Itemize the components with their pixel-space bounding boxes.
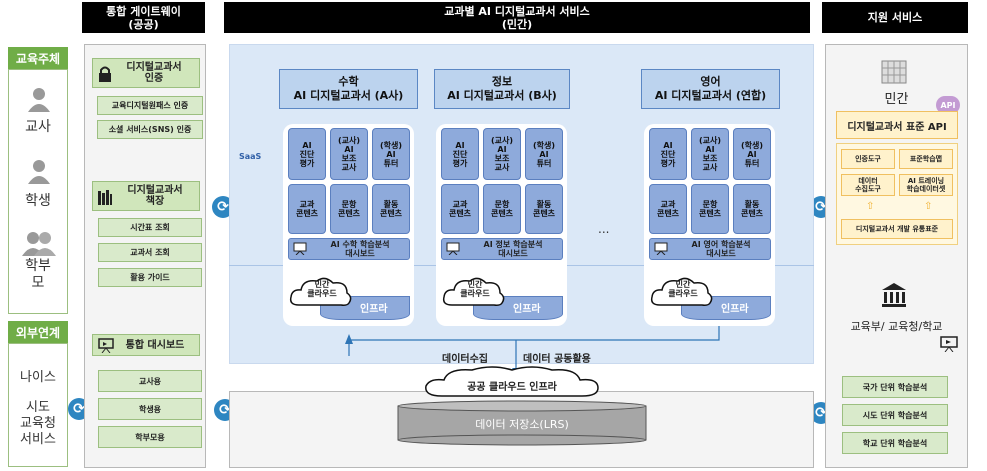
ai-assistant-tile: (교사) AI 보조 교사 [330,128,368,180]
student-icon [26,158,52,184]
learning-dashboard: AI 정보 학습분석 대시보드 [441,238,563,260]
support-header: 지원 서비스 [822,2,968,33]
ai-tutor-tile: (학생) AI 튜터 [733,128,771,180]
ai-assistant-tile: (교사) AI 보조 교사 [691,128,729,180]
ministry-label: 교육부/ 교육청/학교 [850,320,943,333]
api-item: AI 트레이닝 학습데이터셋 [899,174,953,196]
public-cloud-icon [422,364,602,398]
shelf-section-title: 디지털교과서 책장 [92,181,200,211]
analysis-item: 국가 단위 학습분석 [842,376,948,398]
subject-content-tile: 교과 콘텐츠 [441,184,479,234]
private-label: 민간 [884,92,909,107]
parent-label: 학부 모 [25,258,51,291]
api-standard-item: 디지털교과서 개발 유통표준 [841,219,953,239]
lrs-label: 데이터 저장소(LRS) [475,418,569,431]
infra-label: 인프라 [513,304,541,315]
government-icon [881,282,907,308]
education-subject-panel: 교사 학생 학부 모 [8,69,68,314]
activity-content-tile: 활동 콘텐츠 [733,184,771,234]
shelf-item: 교과서 조회 [98,243,202,262]
data-collect-label: 데이터수집 [442,354,488,365]
question-content-tile: 문항 콘텐츠 [330,184,368,234]
question-content-tile: 문항 콘텐츠 [691,184,729,234]
presentation-icon [98,338,114,356]
cloud-icon [442,275,506,309]
ai-assistant-tile: (교사) AI 보조 교사 [483,128,521,180]
ai-tutor-tile: (학생) AI 튜터 [525,128,563,180]
presentation-icon [654,242,668,257]
dashboard-section-title: 통합 대시보드 [92,334,200,356]
lrs-cylinder [397,400,647,446]
analysis-item: 시도 단위 학습분석 [842,404,948,426]
data-share-label: 데이터 공동활용 [523,354,591,365]
learning-dashboard: AI 수학 학습분석 대시보드 [288,238,410,260]
dashboard-item: 학부모용 [98,426,202,448]
infra-label: 인프라 [360,304,388,315]
teacher-icon [26,86,52,112]
saas-label: SaaS [239,152,262,161]
neis-label: 나이스 [20,370,56,385]
arrow-up-icon: ⇧ [866,201,875,212]
sync-icon: ⟳ [212,196,234,218]
service-title-info: 정보 AI 디지털교과서 (B사) [434,69,570,109]
learning-dashboard: AI 영어 학습분석 대시보드 [649,238,771,260]
shelf-item: 시간표 조회 [98,218,202,237]
building-icon [880,57,908,85]
dashboard-item: 교사용 [98,370,202,392]
cloud-icon [650,275,714,309]
cloud-icon [289,275,353,309]
gateway-header: 통합 게이트웨이 (공공) [82,2,205,33]
api-item: 데이터 수집도구 [841,174,895,196]
public-cloud-label: 공공 클라우드 인프라 [467,382,557,393]
service-title-english: 영어 AI 디지털교과서 (연합) [641,69,780,109]
lock-icon [98,66,112,85]
presentation-icon [940,336,958,353]
ai-diagnosis-tile: AI 진단 평가 [649,128,687,180]
auth-section-title: 디지털교과서 인증 [92,58,200,88]
bookshelf-icon [97,189,113,208]
external-panel: 나이스 시도 교육청 서비스 [8,343,68,467]
standard-api-title: 디지털교과서 표준 API [836,111,958,139]
infra-label: 인프라 [721,304,749,315]
parent-icon [22,230,56,256]
private-cloud-label: 민간 클라우드 [460,280,490,298]
api-item: 인증도구 [841,149,895,169]
arrow-up-icon: ⇧ [924,201,933,212]
external-link-label: 외부연계 [8,321,68,343]
teacher-label: 교사 [25,119,51,135]
presentation-icon [446,242,460,257]
office-service-label: 시도 교육청 서비스 [20,400,56,447]
private-cloud-label: 민간 클라우드 [668,280,698,298]
activity-content-tile: 활동 콘텐츠 [372,184,410,234]
auth-item: 소셜 서비스(SNS) 인증 [97,120,203,139]
ellipsis: ... [598,222,610,236]
question-content-tile: 문항 콘텐츠 [483,184,521,234]
private-cloud-label: 민간 클라우드 [307,280,337,298]
education-subject-label: 교육주체 [8,47,68,69]
subject-content-tile: 교과 콘텐츠 [288,184,326,234]
ai-diagnosis-tile: AI 진단 평가 [441,128,479,180]
dashboard-item: 학생용 [98,398,202,420]
auth-item: 교육디지털원패스 인증 [97,96,203,115]
ai-diagnosis-tile: AI 진단 평가 [288,128,326,180]
presentation-icon [293,242,307,257]
api-badge-icon: API [936,96,960,114]
subject-content-tile: 교과 콘텐츠 [649,184,687,234]
services-header: 교과별 AI 디지털교과서 서비스 (민간) [224,2,810,33]
activity-content-tile: 활동 콘텐츠 [525,184,563,234]
shelf-item: 활용 가이드 [98,268,202,287]
api-item: 표준학습맵 [899,149,953,169]
service-title-math: 수학 AI 디지털교과서 (A사) [279,69,418,109]
ai-tutor-tile: (학생) AI 튜터 [372,128,410,180]
analysis-item: 학교 단위 학습분석 [842,432,948,454]
student-label: 학생 [25,193,51,209]
